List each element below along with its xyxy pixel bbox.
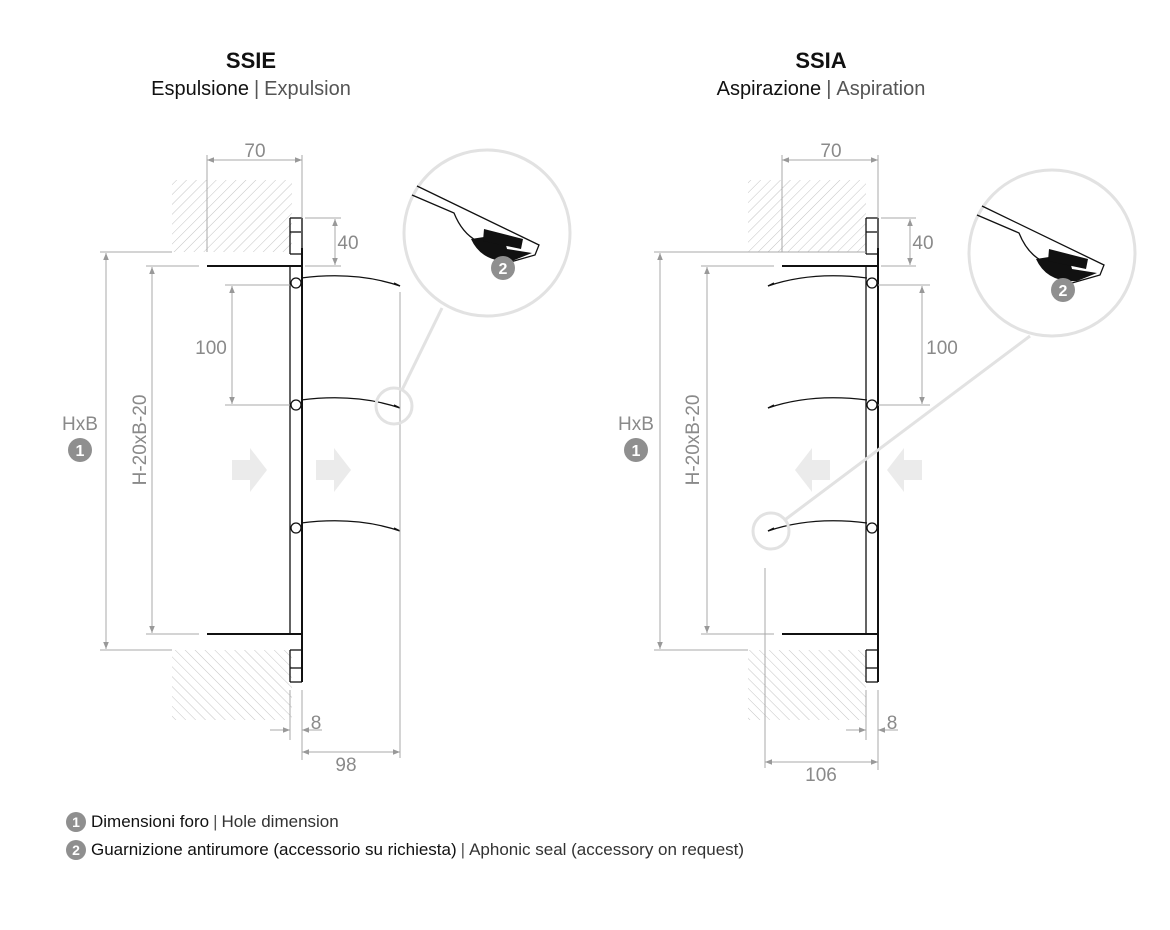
wall-lower-hatch — [172, 650, 292, 720]
ssia-dim-pitch: 100 — [926, 338, 958, 359]
ssie-hole-badge-number: 1 — [76, 443, 85, 460]
blade-profile-inner — [976, 214, 1043, 262]
ssie-seal-badge-number: 2 — [499, 261, 508, 278]
ssia-dim-thickness: 8 — [887, 713, 898, 734]
blade-profile-outer — [981, 205, 1105, 284]
airflow-arrow-icon — [232, 448, 267, 492]
ssie-seal-badge-icon — [491, 256, 515, 280]
legend-badge-2: 2 — [66, 840, 86, 860]
ssia-dim-inner: H-20xB-20 — [683, 395, 704, 486]
louver-blade — [767, 520, 868, 532]
ssie-dim-pitch: 100 — [195, 338, 227, 359]
legend-badge-1: 1 — [66, 812, 86, 832]
ssia-subtitle: Aspirazione|Aspiration — [717, 78, 926, 100]
legend-item-seal: 2 Guarnizione antirumore (accessorio su … — [66, 840, 744, 860]
ssia-dim-flange: 40 — [912, 233, 933, 254]
blade-pivot — [290, 399, 302, 411]
ssie-hole-badge-icon — [68, 438, 92, 462]
aphonic-seal-detail — [411, 185, 540, 264]
ssie-title: SSIE — [226, 48, 276, 73]
blade-pivot — [866, 277, 878, 289]
ssia-dim-width: 70 — [820, 141, 841, 162]
aphonic-seal-shape — [1036, 257, 1097, 282]
legend-label-en: Aphonic seal (accessory on request) — [469, 840, 745, 859]
detail-callout-small-circle — [751, 511, 791, 551]
ssia-seal-badge-number: 2 — [1059, 283, 1068, 300]
louver-blade — [767, 275, 868, 287]
aphonic-seal-shape — [471, 237, 532, 262]
blade-pivot — [866, 399, 878, 411]
ssie-dim-flange: 40 — [337, 233, 358, 254]
ssie-dim-inner: H-20xB-20 — [130, 395, 151, 486]
louver-blade — [300, 520, 401, 532]
blade-profile-inner — [411, 194, 478, 242]
louver-blade-tip — [767, 527, 775, 532]
wall-lower-hatch — [748, 650, 866, 720]
detail-callout-leader — [785, 334, 1031, 521]
ssie-dim-thickness: 8 — [311, 713, 322, 734]
wall-upper-hatch — [172, 180, 292, 252]
seal-clip-shape — [1048, 249, 1088, 269]
louver-blade-tip — [393, 527, 401, 532]
ssie-dim-depth: 98 — [335, 755, 356, 776]
legend-label-it: Dimensioni foro — [91, 812, 210, 831]
aphonic-seal-detail — [976, 205, 1105, 284]
louver-blade-tip — [393, 404, 401, 409]
blade-pivot — [290, 277, 302, 289]
legend-separator: | — [213, 812, 218, 831]
legend-label-en: Hole dimension — [221, 812, 339, 831]
louver-blade-tip — [393, 282, 401, 287]
ssia-drawing — [654, 155, 1137, 770]
ssia-seal-badge-icon — [1051, 278, 1075, 302]
louver-blade-tip — [767, 404, 775, 409]
detail-magnified-circle — [402, 148, 572, 318]
ssie-dim-width: 70 — [244, 141, 265, 162]
blade-pivot — [290, 522, 302, 534]
louver-blade — [767, 397, 868, 409]
airflow-arrow-icon — [316, 448, 351, 492]
ssie-dim-hole: HxB — [62, 414, 98, 435]
ssia-hole-badge-icon — [624, 438, 648, 462]
legend-separator: | — [460, 840, 466, 859]
wall-upper-hatch — [748, 180, 866, 252]
louver-blade — [300, 397, 401, 409]
legend-item-hole: 1 Dimensioni foro | Hole dimension — [66, 812, 339, 832]
legend-label-it: Guarnizione antirumore (accessorio su ri… — [91, 840, 457, 859]
airflow-arrow-icon — [795, 448, 830, 492]
ssia-dim-depth: 106 — [805, 765, 837, 786]
louver-blade-tip — [767, 282, 775, 287]
ssie-drawing — [100, 148, 572, 760]
ssie-subtitle: Espulsione|Expulsion — [151, 78, 351, 100]
blade-pivot — [866, 522, 878, 534]
seal-clip-shape — [483, 229, 523, 249]
louver-blade — [300, 275, 401, 287]
airflow-arrow-icon — [887, 448, 922, 492]
ssia-hole-badge-number: 1 — [632, 443, 641, 460]
ssia-title: SSIA — [795, 48, 846, 73]
blade-profile-outer — [416, 185, 540, 264]
ssia-dim-hole: HxB — [618, 414, 654, 435]
detail-callout-small-circle — [374, 386, 414, 426]
detail-callout-leader — [400, 307, 444, 391]
detail-magnified-circle — [967, 168, 1137, 338]
